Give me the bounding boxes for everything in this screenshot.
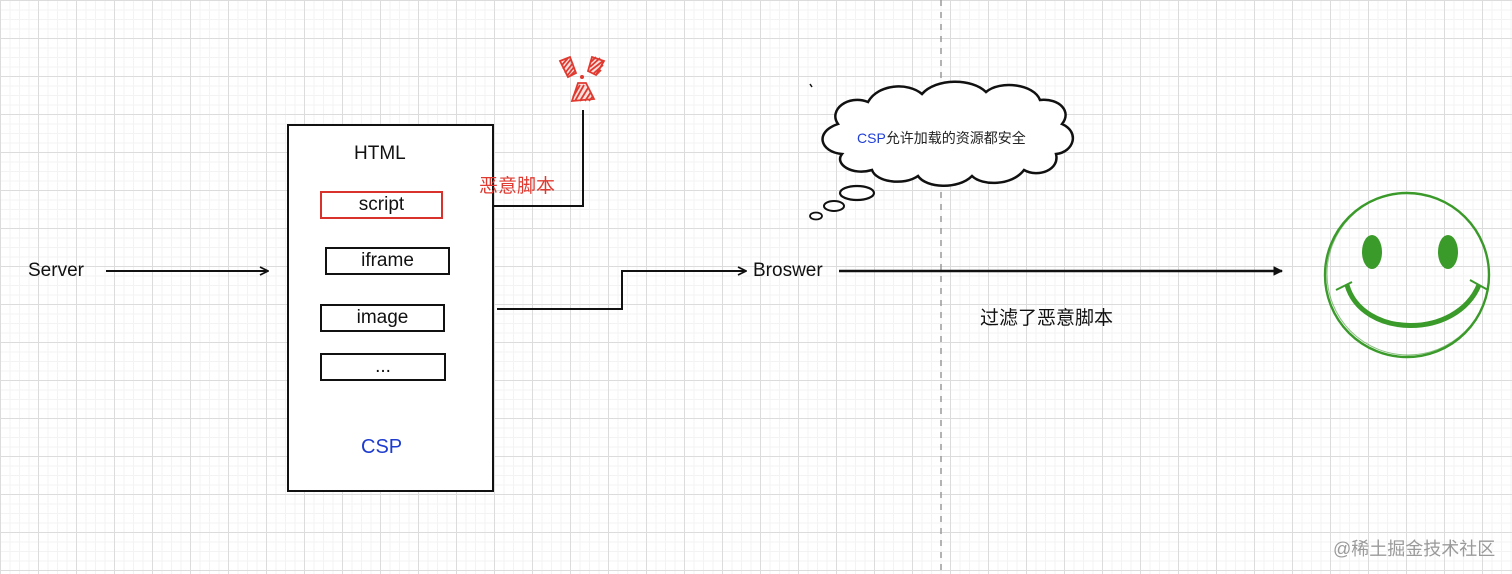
left-eye	[1362, 235, 1382, 269]
thought-bubble-small	[809, 211, 823, 221]
html-to-browser-arrow	[497, 271, 746, 310]
html-item-label: image	[356, 307, 409, 328]
stray-mark	[809, 83, 813, 88]
html-item-iframe: iframe	[325, 247, 450, 275]
filter-result-label: 过滤了恶意脚本	[980, 308, 1114, 329]
html-box-title: HTML	[354, 143, 406, 164]
smiley-face-icon	[1323, 191, 1491, 359]
html-item-label: script	[358, 194, 405, 215]
thought-cloud-csp: CSP	[857, 130, 886, 146]
csp-cloud-label: CSP	[361, 436, 403, 458]
html-item-label: iframe	[361, 250, 414, 271]
watermark: @稀土掘金技术社区	[1333, 539, 1496, 559]
thought-cloud-shape	[821, 80, 1075, 187]
thought-cloud-message: 允许加载的资源都安全	[885, 130, 1026, 146]
html-item-label: ...	[375, 356, 391, 377]
thought-bubble-large	[838, 184, 876, 202]
smile-mouth	[1344, 283, 1482, 328]
server-node-label: Server	[28, 260, 84, 281]
html-item-more: ...	[320, 353, 446, 381]
right-eye	[1438, 235, 1458, 269]
html-item-image: image	[320, 304, 445, 332]
thought-cloud-text: CSP允许加载的资源都安全	[857, 128, 1026, 148]
malicious-script-label: 恶意脚本	[479, 176, 556, 197]
radiation-hazard-icon	[558, 55, 606, 103]
browser-node-label: Broswer	[753, 260, 823, 281]
html-item-script: script	[320, 191, 443, 219]
thought-bubble-medium	[823, 200, 845, 212]
